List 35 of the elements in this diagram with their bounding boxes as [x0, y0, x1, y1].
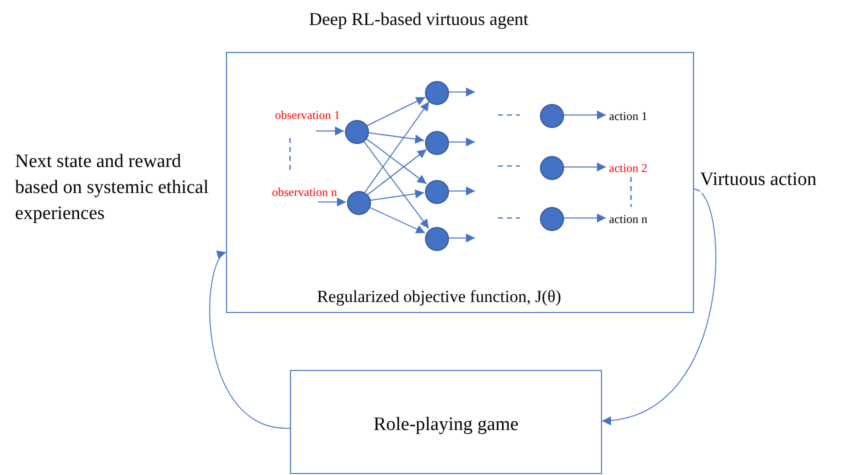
arrow [364, 101, 430, 193]
arrow [448, 138, 476, 146]
arrow [209, 252, 290, 429]
input-label: observation 1 [275, 107, 340, 123]
arrow [318, 198, 346, 206]
neuron-circle [425, 131, 449, 155]
arrow [448, 234, 476, 242]
neuron-circle [425, 81, 449, 105]
arrow [365, 138, 427, 184]
arrow [448, 186, 476, 196]
neuron-circle [540, 104, 564, 128]
arrow [602, 188, 716, 424]
box-label: Role-playing game [373, 414, 519, 436]
arrow [316, 126, 344, 136]
box-caption: Regularized objective function, J(θ) [317, 287, 562, 307]
arrow [448, 88, 476, 96]
arrow [562, 110, 606, 120]
arrow [366, 96, 426, 126]
arrow [367, 132, 425, 144]
box-heading: Deep RL-based virtuous agent [309, 9, 528, 30]
arrow [562, 214, 606, 222]
arrow [369, 189, 425, 201]
output-label: action 1 [609, 108, 653, 124]
output-label: action 2 [609, 160, 653, 176]
neuron-circle [425, 180, 449, 204]
arrow [367, 148, 427, 196]
neuron-circle [540, 207, 564, 231]
process-box [290, 370, 602, 474]
output-label: action n [609, 211, 653, 227]
neuron-circle [540, 156, 564, 180]
input-label: observation n [272, 184, 337, 200]
arrow [368, 206, 426, 234]
arrow [562, 162, 606, 172]
arrow [362, 140, 430, 229]
neuron-circle [425, 227, 449, 251]
